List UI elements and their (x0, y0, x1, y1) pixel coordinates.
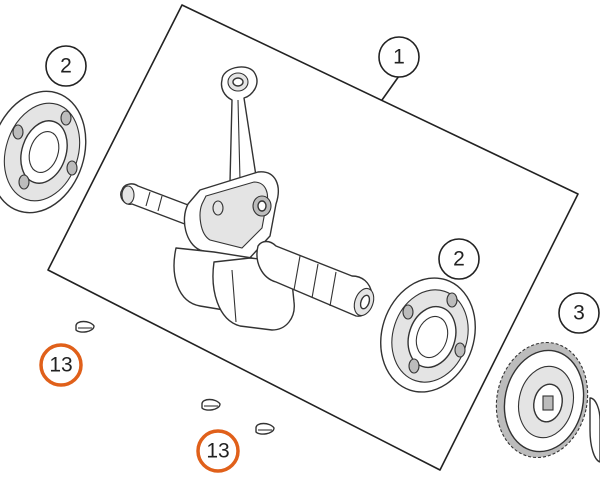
woodruff-key-bottom-a (201, 398, 221, 411)
svg-text:2: 2 (60, 55, 72, 78)
bearing-left (0, 90, 87, 214)
svg-text:3: 3 (573, 302, 585, 325)
svg-text:1: 1 (393, 46, 405, 69)
gear (495, 341, 600, 463)
callout-3: 3 (558, 292, 600, 334)
svg-text:13: 13 (49, 354, 72, 377)
bearing-right (380, 277, 476, 393)
callout-2-left: 2 (45, 45, 87, 87)
callout-1-leader (381, 75, 400, 101)
svg-text:2: 2 (453, 248, 465, 271)
woodruff-key-bottom-b (255, 422, 275, 435)
callout-13-bottom: 13 (196, 429, 240, 473)
assembly-frame (47, 4, 579, 471)
callout-13-left: 13 (39, 343, 83, 387)
callout-2-right: 2 (438, 238, 480, 280)
svg-text:13: 13 (206, 440, 229, 463)
woodruff-key-left (75, 320, 95, 333)
callout-1: 1 (378, 36, 420, 78)
crankshaft (120, 66, 375, 331)
